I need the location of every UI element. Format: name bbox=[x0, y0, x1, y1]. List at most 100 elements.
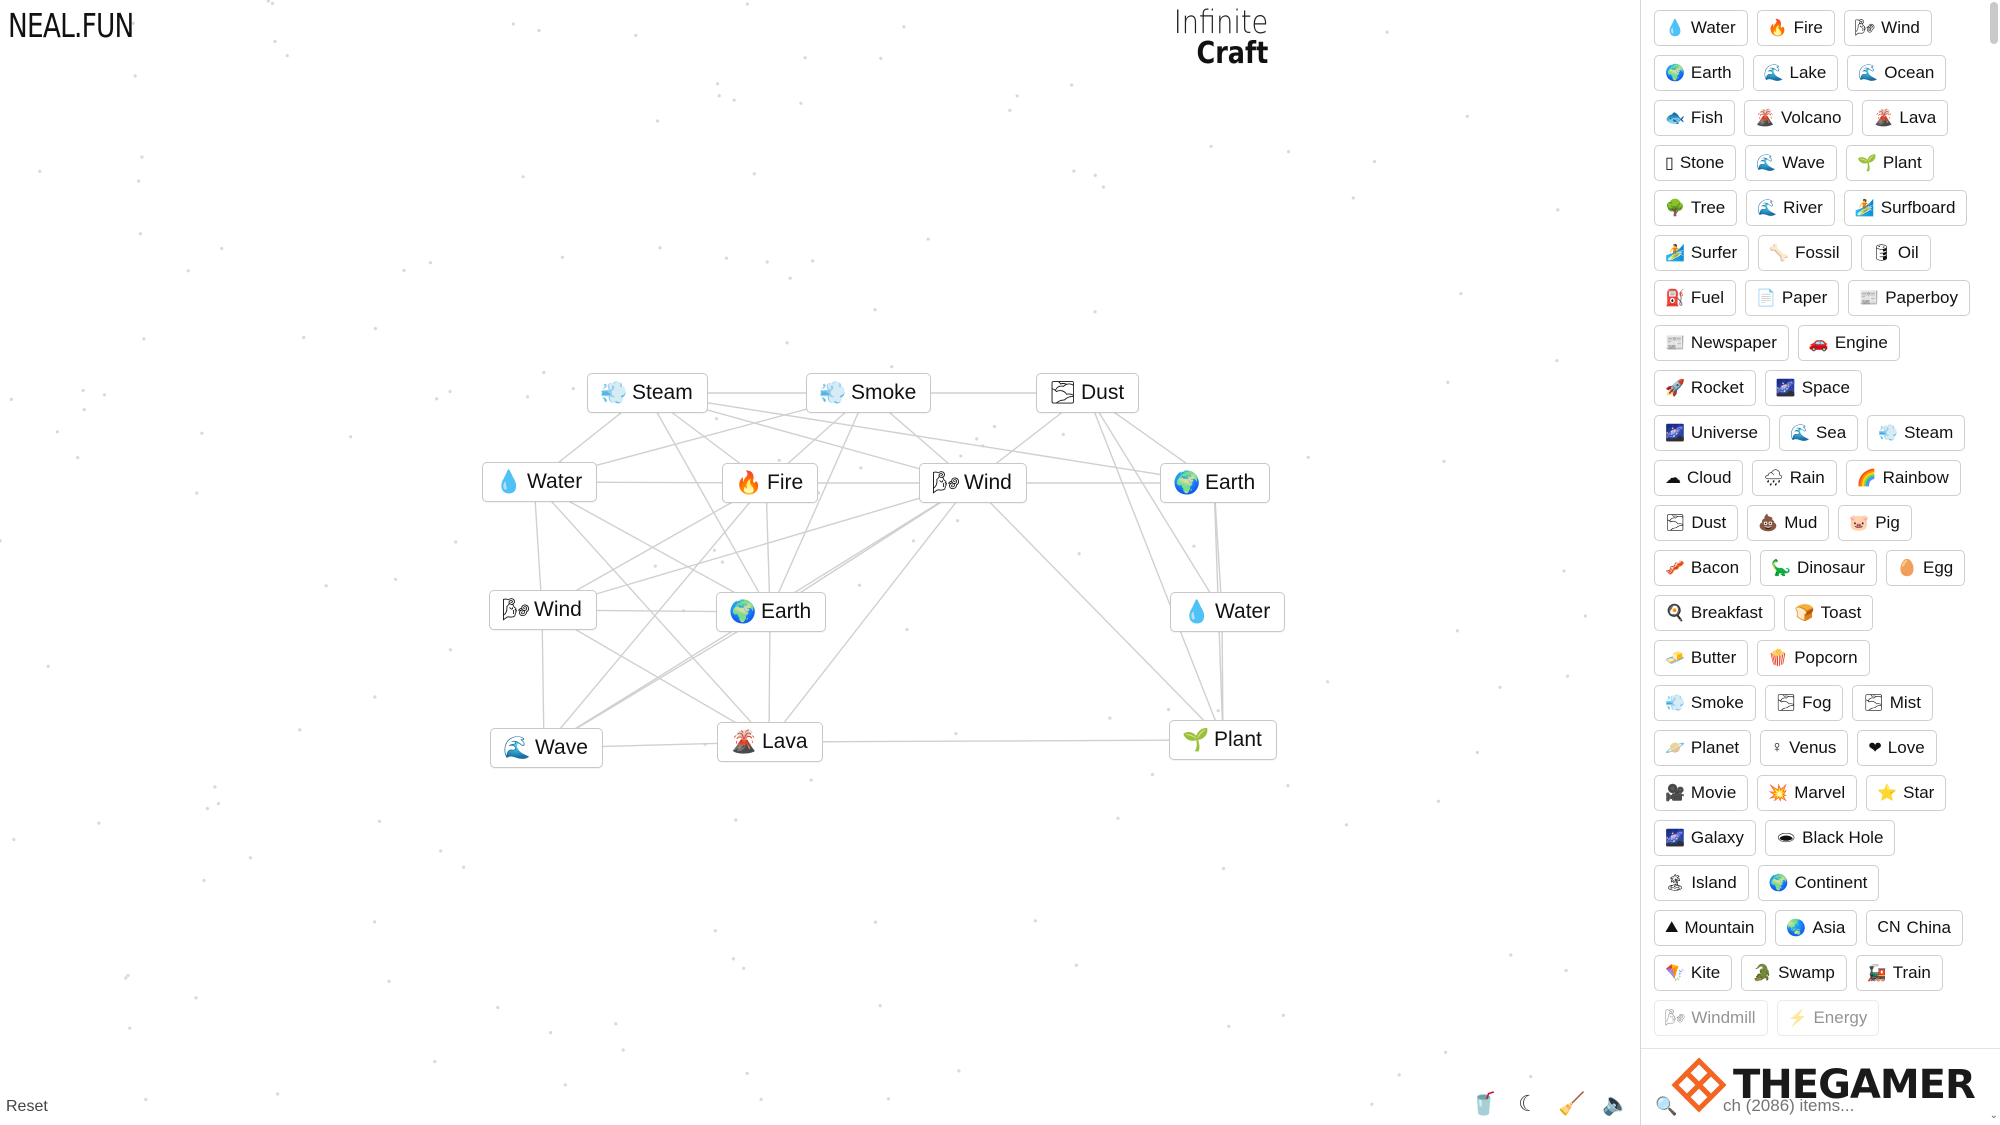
sidebar-item-fuel[interactable]: ⛽Fuel bbox=[1654, 280, 1736, 316]
canvas-node-wind[interactable]: 🌬Wind bbox=[919, 463, 1027, 503]
sidebar-item-tree[interactable]: 🌳Tree bbox=[1654, 190, 1738, 226]
sidebar-item-paper[interactable]: 📄Paper bbox=[1745, 280, 1840, 316]
sidebar-item-smoke[interactable]: 💨Smoke bbox=[1654, 685, 1756, 721]
sidebar-scrollbar[interactable] bbox=[1990, 2, 1998, 44]
mist-icon: 🌫 bbox=[1863, 695, 1884, 712]
sidebar-item-marvel[interactable]: 💥Marvel bbox=[1757, 775, 1858, 811]
cup-icon[interactable]: 🥤 bbox=[1470, 1091, 1498, 1116]
connection-line bbox=[533, 481, 543, 611]
sidebar-item-windmill[interactable]: 🌬Windmill bbox=[1654, 1000, 1768, 1036]
sidebar-item-dinosaur[interactable]: 🦕Dinosaur bbox=[1760, 550, 1878, 586]
sidebar-item-label: Movie bbox=[1690, 783, 1737, 802]
sidebar-item-planet[interactable]: 🪐Planet bbox=[1654, 730, 1752, 766]
background-dot bbox=[435, 397, 439, 401]
canvas-node-dust[interactable]: 🌫Dust bbox=[1036, 373, 1140, 413]
background-dot bbox=[1008, 108, 1012, 112]
sidebar-item-bacon[interactable]: 🥓Bacon bbox=[1654, 550, 1752, 586]
canvas-node-water[interactable]: 💧Water bbox=[482, 462, 598, 502]
sidebar-item-rainbow[interactable]: 🌈Rainbow bbox=[1845, 460, 1961, 496]
sidebar-item-kite[interactable]: 🪁Kite bbox=[1654, 955, 1733, 991]
sidebar-item-galaxy[interactable]: 🌌Galaxy bbox=[1654, 820, 1756, 856]
canvas-node-wave[interactable]: 🌊Wave bbox=[490, 728, 603, 768]
sidebar-item-mountain[interactable]: ⛰Mountain bbox=[1654, 910, 1767, 946]
sidebar-item-popcorn[interactable]: 🍿Popcorn bbox=[1757, 640, 1870, 676]
sound-icon[interactable]: 🔈 bbox=[1602, 1091, 1630, 1116]
canvas-node-lava[interactable]: 🌋Lava bbox=[717, 722, 823, 762]
sidebar-item-lake[interactable]: 🌊Lake bbox=[1752, 55, 1839, 91]
sidebar-item-wave[interactable]: 🌊Wave bbox=[1745, 145, 1837, 181]
sidebar-item-river[interactable]: 🌊River bbox=[1746, 190, 1835, 226]
canvas-node-wind[interactable]: 🌬Wind bbox=[489, 590, 597, 630]
sidebar-item-fire[interactable]: 🔥Fire bbox=[1756, 10, 1835, 46]
sidebar-item-newspaper[interactable]: 📰Newspaper bbox=[1654, 325, 1789, 361]
search-input[interactable] bbox=[1721, 1095, 1925, 1117]
sidebar-item-earth[interactable]: 🌍Earth bbox=[1654, 55, 1744, 91]
sidebar-item-venus[interactable]: ♀Venus bbox=[1760, 730, 1849, 766]
sidebar-item-plant[interactable]: 🌱Plant bbox=[1846, 145, 1934, 181]
sidebar-item-space[interactable]: 🌌Space bbox=[1764, 370, 1862, 406]
sidebar-item-pig[interactable]: 🐷Pig bbox=[1838, 505, 1912, 541]
sidebar-item-label: Dinosaur bbox=[1797, 558, 1866, 577]
sidebar-item-ocean[interactable]: 🌊Ocean bbox=[1847, 55, 1947, 91]
sidebar-item-fossil[interactable]: 🦴Fossil bbox=[1758, 235, 1852, 271]
scroll-down-arrow[interactable]: ⌄ bbox=[1989, 1110, 1998, 1121]
canvas-node-smoke[interactable]: 💨Smoke bbox=[806, 373, 932, 413]
sidebar-item-water[interactable]: 💧Water bbox=[1654, 10, 1748, 46]
sidebar-item-train[interactable]: 🚂Train bbox=[1855, 955, 1943, 991]
clear-broom-icon[interactable]: 🧹 bbox=[1558, 1091, 1586, 1116]
items-sidebar[interactable]: 💧Water🔥Fire🌬Wind 🌍Earth🌊Lake🌊Ocean 🐟Fish🌋V… bbox=[1640, 0, 2000, 1125]
sidebar-item-surfboard[interactable]: 🏄Surfboard bbox=[1843, 190, 1968, 226]
sidebar-item-asia[interactable]: 🌏Asia bbox=[1775, 910, 1858, 946]
sidebar-item-rocket[interactable]: 🚀Rocket bbox=[1654, 370, 1756, 406]
sidebar-item-love[interactable]: ❤Love bbox=[1857, 730, 1937, 766]
sidebar-item-black-hole[interactable]: 🕳Black Hole bbox=[1764, 820, 1896, 856]
canvas-node-plant[interactable]: 🌱Plant bbox=[1169, 720, 1277, 760]
background-dot bbox=[387, 979, 391, 984]
canvas-node-water[interactable]: 💧Water bbox=[1170, 592, 1286, 632]
sidebar-item-volcano[interactable]: 🌋Volcano bbox=[1744, 100, 1854, 136]
background-dot bbox=[102, 393, 107, 397]
sidebar-item-continent[interactable]: 🌍Continent bbox=[1757, 865, 1880, 901]
sidebar-item-wind[interactable]: 🌬Wind bbox=[1843, 10, 1932, 46]
sidebar-item-surfer[interactable]: 🏄Surfer bbox=[1654, 235, 1750, 271]
sidebar-item-sea[interactable]: 🌊Sea bbox=[1779, 415, 1859, 451]
canvas-node-earth[interactable]: 🌍Earth bbox=[716, 592, 827, 632]
sidebar-item-egg[interactable]: 🥚Egg bbox=[1886, 550, 1966, 586]
sidebar-item-label: Cloud bbox=[1687, 468, 1732, 487]
sidebar-item-stone[interactable]: ▯Stone bbox=[1654, 145, 1737, 181]
canvas-node-fire[interactable]: 🔥Fire bbox=[722, 463, 819, 503]
craft-canvas[interactable]: NEAL.FUN Infinite Craft 💨Steam💨Smoke🌫Dus… bbox=[0, 0, 1640, 1125]
neal-fun-logo[interactable]: NEAL.FUN bbox=[8, 6, 134, 45]
dark-mode-icon[interactable]: ☾ bbox=[1518, 1091, 1538, 1116]
background-dot bbox=[273, 39, 277, 44]
sidebar-item-cloud[interactable]: ☁Cloud bbox=[1654, 460, 1744, 496]
sidebar-item-star[interactable]: ⭐Star bbox=[1866, 775, 1947, 811]
sidebar-item-island[interactable]: 🏝Island bbox=[1654, 865, 1749, 901]
background-dot bbox=[248, 856, 252, 860]
sidebar-item-steam[interactable]: 💨Steam bbox=[1867, 415, 1966, 451]
sidebar-item-energy[interactable]: ⚡Energy bbox=[1776, 1000, 1880, 1036]
background-dot bbox=[745, 2, 750, 6]
sidebar-item-toast[interactable]: 🍞Toast bbox=[1783, 595, 1874, 631]
sidebar-item-movie[interactable]: 🎥Movie bbox=[1654, 775, 1749, 811]
sidebar-item-rain[interactable]: 🌧Rain bbox=[1752, 460, 1837, 496]
sidebar-item-paperboy[interactable]: 📰Paperboy bbox=[1848, 280, 1970, 316]
sidebar-item-butter[interactable]: 🧈Butter bbox=[1654, 640, 1749, 676]
sidebar-item-lava[interactable]: 🌋Lava bbox=[1862, 100, 1949, 136]
sidebar-item-swamp[interactable]: 🐊Swamp bbox=[1741, 955, 1847, 991]
sidebar-item-mud[interactable]: 💩Mud bbox=[1747, 505, 1830, 541]
canvas-node-earth[interactable]: 🌍Earth bbox=[1160, 463, 1271, 503]
sidebar-item-label: Island bbox=[1691, 873, 1737, 892]
sidebar-item-fish[interactable]: 🐟Fish bbox=[1654, 100, 1736, 136]
sidebar-item-breakfast[interactable]: 🍳Breakfast bbox=[1654, 595, 1775, 631]
reset-button[interactable]: Reset bbox=[6, 1098, 48, 1115]
sidebar-item-mist[interactable]: 🌫Mist bbox=[1852, 685, 1933, 721]
background-dot bbox=[1077, 552, 1081, 556]
sidebar-item-engine[interactable]: 🚗Engine bbox=[1797, 325, 1900, 361]
sidebar-item-oil[interactable]: 🛢Oil bbox=[1860, 235, 1931, 271]
sidebar-item-dust[interactable]: 🌫Dust bbox=[1654, 505, 1739, 541]
sidebar-item-universe[interactable]: 🌌Universe bbox=[1654, 415, 1771, 451]
sidebar-item-fog[interactable]: 🌫Fog bbox=[1764, 685, 1844, 721]
canvas-node-steam[interactable]: 💨Steam bbox=[587, 373, 708, 413]
